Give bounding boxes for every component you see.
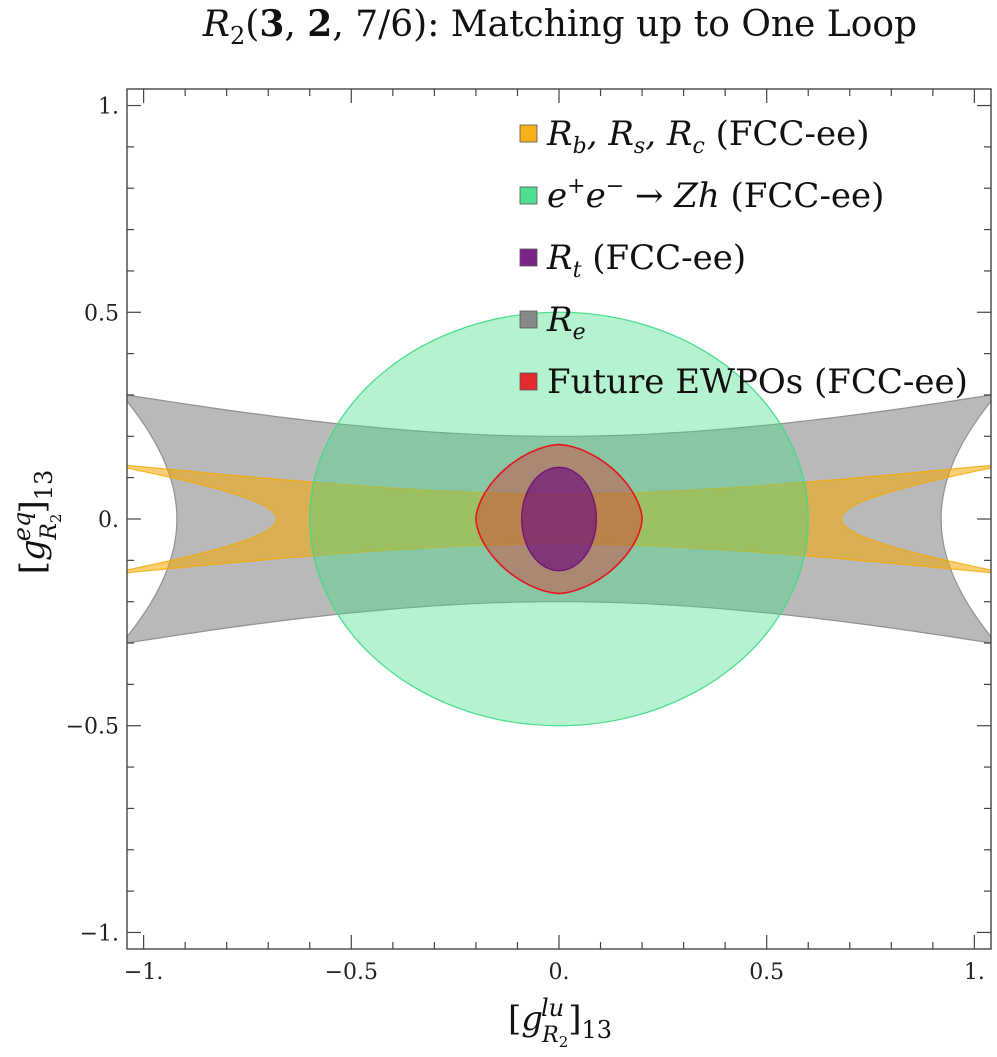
plot-regions <box>127 311 991 727</box>
legend-label: Re <box>546 300 586 345</box>
legend-label: Rb, Rs, Rc (FCC-ee) <box>546 114 869 159</box>
title-r: R <box>202 4 230 45</box>
legend: Rb, Rs, Rc (FCC-ee) e+e− → Zh (FCC-ee) Rt … <box>519 114 968 402</box>
legend-label: e+e− → Zh (FCC-ee) <box>547 174 884 216</box>
axis-ticks: −1. −0.5 0. 0.5 1. −1. −0.5 0. 0.5 1. <box>66 89 991 985</box>
y-tick-label: −1. <box>80 921 119 946</box>
y-label-subsub: 2 <box>47 514 65 524</box>
title-sub: 2 <box>230 22 245 50</box>
x-label-index: 13 <box>582 1016 613 1044</box>
title-rest: , 7/6): Matching up to One Loop <box>332 4 917 45</box>
y-label-open: [ <box>13 561 53 574</box>
y-tick-label: 0. <box>98 508 119 533</box>
legend-swatch <box>519 310 538 329</box>
x-label-sup: lu <box>541 994 564 1022</box>
legend-swatch <box>519 372 538 391</box>
chart-title: R2(3, 2, 7/6): Matching up to One Loop <box>202 3 917 50</box>
y-tick-label: −0.5 <box>66 715 119 740</box>
y-label-g: g <box>13 539 53 561</box>
title-rep-2: 2 <box>307 3 332 45</box>
region-2 <box>520 466 598 572</box>
legend-label: Rt (FCC-ee) <box>546 238 746 283</box>
title-rep-3: 3 <box>259 3 284 45</box>
x-label-subsub: 2 <box>559 1033 569 1051</box>
legend-swatch <box>519 248 538 267</box>
svg-text:[geqR2]13: [geqR2]13 <box>8 470 65 575</box>
y-label-sub: R <box>37 523 62 541</box>
y-label-close: ] <box>13 500 53 513</box>
legend-swatch <box>519 124 538 143</box>
y-tick-label: 0.5 <box>84 301 119 326</box>
legend-label: Future EWPOs (FCC-ee) <box>547 362 968 402</box>
x-tick-label: 1. <box>964 960 985 985</box>
y-axis-label: [geqR2]13 <box>8 470 65 575</box>
y-label-sup: eq <box>8 512 36 542</box>
x-label-open: [ <box>508 999 521 1039</box>
x-tick-label: 0. <box>549 960 570 985</box>
x-tick-label: −0.5 <box>325 960 378 985</box>
y-tick-label: 1. <box>98 95 119 120</box>
legend-swatch <box>519 186 538 205</box>
y-label-index: 13 <box>30 470 58 501</box>
x-tick-label: 0.5 <box>749 960 784 985</box>
x-label-g: g <box>521 999 543 1039</box>
x-tick-label: −1. <box>124 960 163 985</box>
x-label-sub: R <box>541 1023 559 1048</box>
x-label-close: ] <box>568 999 581 1039</box>
title-paren: ( <box>245 4 259 45</box>
title-comma-1: , <box>284 4 307 45</box>
